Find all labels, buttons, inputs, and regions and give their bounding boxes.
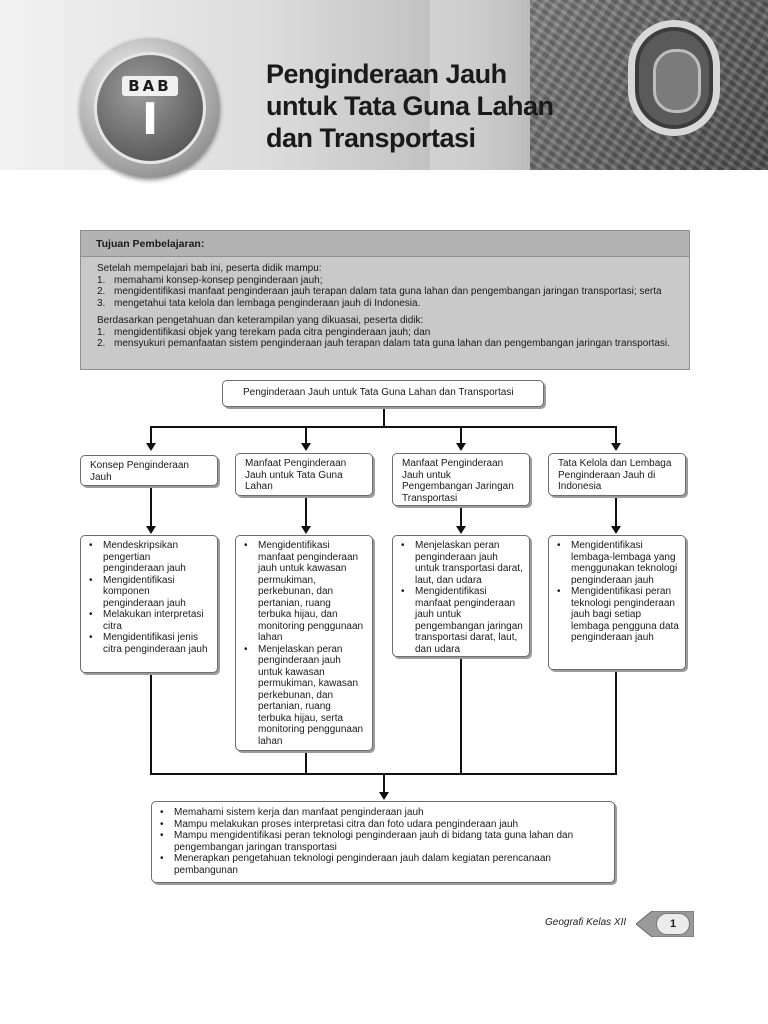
list-number: 1. xyxy=(97,275,114,287)
connector-line xyxy=(150,674,152,774)
list-text: Menjelaskan peran penginderaan jauh untu… xyxy=(415,540,523,586)
list-text: Memahami sistem kerja dan manfaat pengin… xyxy=(174,807,424,819)
list-item: •Menjelaskan peran penginderaan jauh unt… xyxy=(401,540,523,586)
list-item: •Mampu melakukan proses interpretasi cit… xyxy=(160,819,606,831)
list-item: •Mengidentifikasi lembaga-lembaga yang m… xyxy=(557,540,679,586)
stadium-image xyxy=(628,20,720,136)
objectives-heading: Tujuan Pembelajaran: xyxy=(81,231,689,257)
chapter-title-line: Penginderaan Jauh xyxy=(266,58,596,90)
connector-line xyxy=(305,497,307,527)
connector-line xyxy=(383,773,385,793)
list-text: Mengidentifikasi lembaga-lembaga yang me… xyxy=(571,540,679,586)
list-text: Melakukan interpretasi citra xyxy=(103,609,211,632)
list-text: Mengidentifikasi peran teknologi pengind… xyxy=(571,586,679,644)
chapter-title-line: untuk Tata Guna Lahan xyxy=(266,90,596,122)
connector-line xyxy=(150,426,152,444)
list-item: •Melakukan interpretasi citra xyxy=(89,609,211,632)
list-text: Mengidentifikasi manfaat penginderaan ja… xyxy=(415,586,523,655)
connector-line xyxy=(305,426,307,444)
chapter-label: BAB xyxy=(94,77,206,95)
list-item: •Mengidentifikasi komponen penginderaan … xyxy=(89,575,211,610)
arrow-down-icon xyxy=(456,443,466,451)
list-text: Mengidentifikasi komponen penginderaan j… xyxy=(103,575,211,610)
list-item: •Menjelaskan peran penginderaan jauh unt… xyxy=(244,644,366,748)
objectives-intro: Setelah mempelajari bab ini, peserta did… xyxy=(97,263,675,275)
list-item: •Mendeskripsikan pengertian penginderaan… xyxy=(89,540,211,575)
list-item: 1.mengidentifikasi objek yang terekam pa… xyxy=(97,327,675,339)
arrow-down-icon xyxy=(146,526,156,534)
connector-line xyxy=(460,658,462,774)
connector-line xyxy=(383,408,385,426)
list-number: 3. xyxy=(97,298,114,310)
objectives-list: 1.mengidentifikasi objek yang terekam pa… xyxy=(97,327,675,350)
arrow-down-icon xyxy=(611,443,621,451)
branch-title-box: Manfaat Penginderaan Jauh untuk Pengemba… xyxy=(392,453,530,506)
objectives-intro: Berdasarkan pengetahuan dan keterampilan… xyxy=(97,315,675,327)
chapter-title: Penginderaan Jauh untuk Tata Guna Lahan … xyxy=(266,58,596,154)
list-text: mengetahui tata kelola dan lembaga pengi… xyxy=(114,298,420,310)
list-number: 2. xyxy=(97,338,114,350)
arrow-down-icon xyxy=(611,526,621,534)
arrow-down-icon xyxy=(146,443,156,451)
branch-detail-box: •Mendeskripsikan pengertian penginderaan… xyxy=(80,535,218,673)
arrow-down-icon xyxy=(301,443,311,451)
list-item: •Mengidentifikasi manfaat penginderaan j… xyxy=(401,586,523,655)
objectives-list: 1.memahami konsep-konsep penginderaan ja… xyxy=(97,275,675,310)
chart-root-box: Penginderaan Jauh untuk Tata Guna Lahan … xyxy=(222,380,544,407)
branch-title-box: Tata Kelola dan Lembaga Penginderaan Jau… xyxy=(548,453,686,496)
branch-detail-box: •Mengidentifikasi lembaga-lembaga yang m… xyxy=(548,535,686,670)
connector-line xyxy=(460,426,462,444)
arrow-down-icon xyxy=(456,526,466,534)
list-number: 2. xyxy=(97,286,114,298)
list-text: memahami konsep-konsep penginderaan jauh… xyxy=(114,275,322,287)
list-item: •Memahami sistem kerja dan manfaat pengi… xyxy=(160,807,606,819)
branch-title-box: Manfaat Penginderaan Jauh untuk Tata Gun… xyxy=(235,453,373,496)
connector-line xyxy=(615,426,617,444)
list-item: 3.mengetahui tata kelola dan lembaga pen… xyxy=(97,298,675,310)
connector-line xyxy=(305,752,307,774)
list-text: mengidentifikasi manfaat penginderaan ja… xyxy=(114,286,662,298)
connector-line xyxy=(150,487,152,527)
list-text: Menjelaskan peran penginderaan jauh untu… xyxy=(258,644,366,748)
list-text: Menerapkan pengetahuan teknologi pengind… xyxy=(174,853,606,876)
branch-title-box: Konsep Penginderaan Jauh xyxy=(80,455,218,486)
objectives-body: Setelah mempelajari bab ini, peserta did… xyxy=(81,257,689,350)
list-item: 1.memahami konsep-konsep penginderaan ja… xyxy=(97,275,675,287)
branch-detail-box: •Mengidentifikasi manfaat penginderaan j… xyxy=(235,535,373,751)
list-text: mengidentifikasi objek yang terekam pada… xyxy=(114,327,430,339)
list-text: mensyukuri pemanfaatan sistem pengindera… xyxy=(114,338,670,350)
list-text: Mengidentifikasi manfaat penginderaan ja… xyxy=(258,540,366,644)
list-item: •Mengidentifikasi peran teknologi pengin… xyxy=(557,586,679,644)
connector-line xyxy=(150,426,617,428)
list-item: •Mengidentifikasi manfaat penginderaan j… xyxy=(244,540,366,644)
list-item: •Mengidentifikasi jenis citra pengindera… xyxy=(89,632,211,655)
arrow-down-icon xyxy=(301,526,311,534)
list-item: 2.mengidentifikasi manfaat penginderaan … xyxy=(97,286,675,298)
connector-line xyxy=(460,507,462,527)
learning-objectives-box: Tujuan Pembelajaran: Setelah mempelajari… xyxy=(80,230,690,370)
list-item: 2.mensyukuri pemanfaatan sistem penginde… xyxy=(97,338,675,350)
list-item: •Menerapkan pengetahuan teknologi pengin… xyxy=(160,853,606,876)
list-item: •Mampu mengidentifikasi peran teknologi … xyxy=(160,830,606,853)
connector-line xyxy=(615,671,617,774)
outcomes-box: •Memahami sistem kerja dan manfaat pengi… xyxy=(151,801,615,883)
list-text: Mampu melakukan proses interpretasi citr… xyxy=(174,819,518,831)
chapter-title-line: dan Transportasi xyxy=(266,122,596,154)
list-text: Mengidentifikasi jenis citra penginderaa… xyxy=(103,632,211,655)
arrow-down-icon xyxy=(379,792,389,800)
page-number: 1 xyxy=(656,913,690,935)
connector-line xyxy=(615,497,617,527)
list-number: 1. xyxy=(97,327,114,339)
book-title: Geografi Kelas XII xyxy=(545,917,626,928)
branch-detail-box: •Menjelaskan peran penginderaan jauh unt… xyxy=(392,535,530,657)
list-text: Mendeskripsikan pengertian penginderaan … xyxy=(103,540,211,575)
chapter-number: I xyxy=(94,94,206,145)
list-text: Mampu mengidentifikasi peran teknologi p… xyxy=(174,830,606,853)
